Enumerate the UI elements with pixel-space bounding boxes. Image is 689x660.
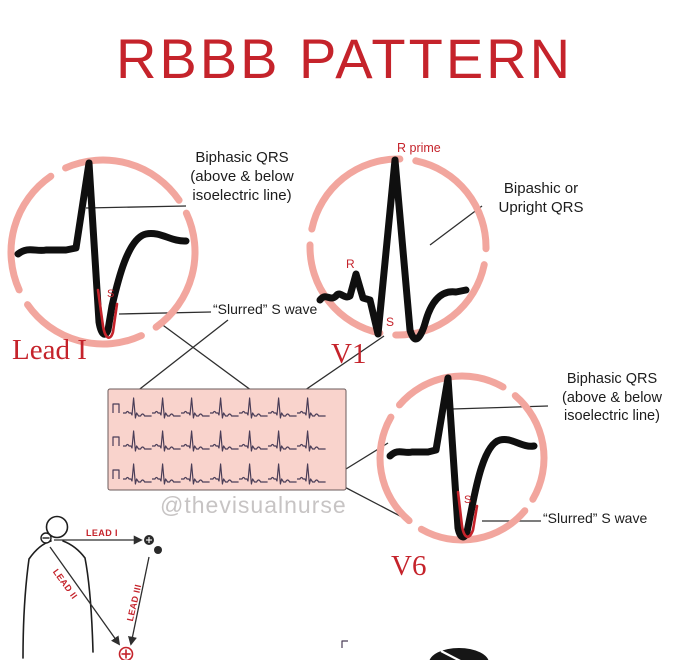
lead1-biphasic-annotation: Biphasic QRS (above & below isoelectric … [190, 149, 294, 205]
head-outline [45, 515, 69, 539]
body-lead1-label: LEAD I [86, 528, 118, 538]
ecg-strip-row [112, 397, 327, 419]
ecg-strip-row [112, 463, 327, 485]
v6-slurred-s-annotation: “Slurred” S wave [543, 510, 648, 526]
negative-electrode-icon [40, 532, 52, 544]
lead1-pink-arc [7, 156, 199, 348]
page-title: RBBB PATTERN [115, 27, 574, 90]
v1-r-wave-marker: R [346, 257, 355, 271]
v6-waveform [386, 374, 538, 541]
v6-label: V6 [391, 550, 427, 582]
body-figure [22, 515, 162, 660]
v1-circle [306, 155, 490, 343]
lead1-slurred-s-highlight [96, 288, 119, 339]
cropped-graphic-highlight [440, 650, 461, 660]
foot-electrode-icon [118, 646, 134, 660]
ecg-strip [107, 388, 347, 491]
v6-biphasic-annotation: Biphasic QRS (above & below isoelectric … [562, 371, 662, 425]
lead1-s-wave-marker: S [107, 288, 115, 300]
v1-r-prime-marker: R prime [397, 141, 441, 155]
lead1-circle [7, 156, 199, 348]
lead3-vector-arrow [128, 556, 150, 646]
lead1-slurred-s-annotation: “Slurred” S wave [213, 301, 318, 317]
v1-waveform [316, 156, 470, 343]
lead2-vector-arrow [49, 546, 121, 646]
bottom-decoration [341, 640, 489, 660]
lead1-label: Lead I [12, 334, 87, 366]
left-arm-electrode-icon [144, 535, 162, 554]
v1-s-wave-marker: S [386, 315, 395, 329]
calibration-mark [341, 640, 348, 648]
ecg-strip-background [107, 388, 347, 491]
v6-circle [376, 372, 548, 544]
lead1-waveform [14, 159, 190, 338]
watermark: @thevisualnurse [160, 492, 347, 518]
ecg-strip-row [112, 430, 327, 452]
v6-slurred-s-highlight [456, 490, 479, 539]
cropped-graphic [429, 648, 489, 660]
torso-outline [22, 540, 94, 659]
v1-qrs-annotation: Bipashic or Upright QRS [498, 180, 584, 217]
v6-s-wave-marker: S [464, 494, 472, 506]
v6-pink-arc [376, 372, 548, 544]
v1-label: V1 [331, 338, 367, 370]
connector-lines [85, 205, 549, 522]
